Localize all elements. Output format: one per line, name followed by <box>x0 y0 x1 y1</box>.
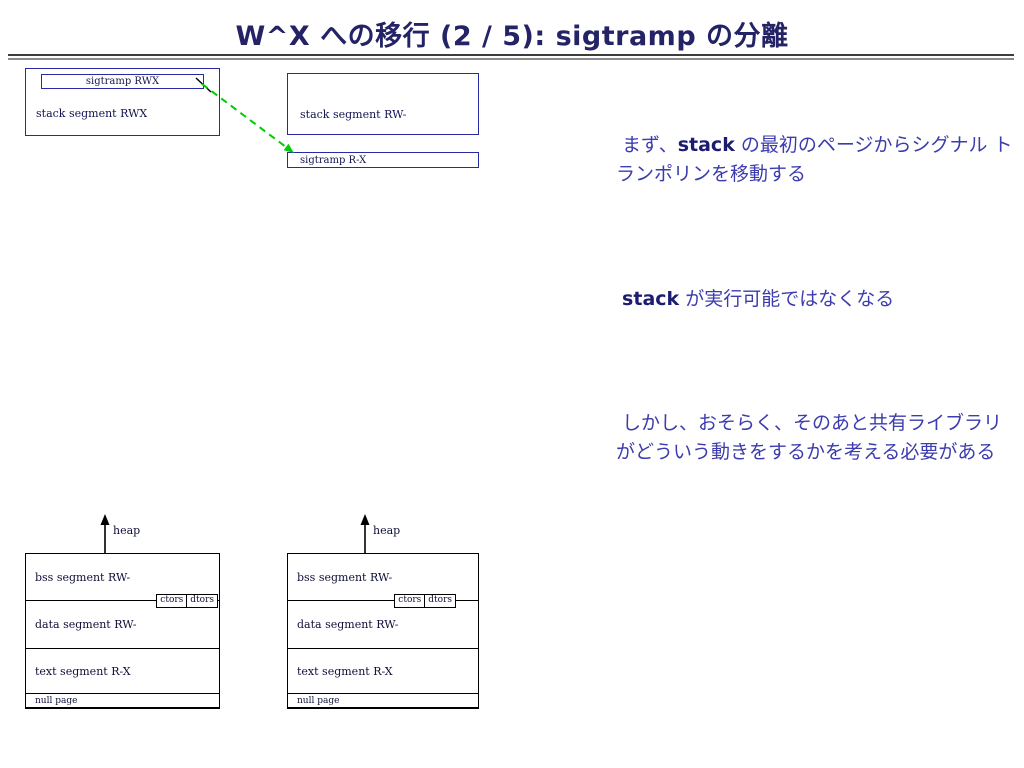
null-page-label: null page <box>35 695 78 706</box>
heap-arrow-right <box>360 514 370 553</box>
note-1-keyword: stack <box>677 133 735 156</box>
ctors-box: ctors <box>394 594 426 608</box>
stack-rw-label: stack segment RW- <box>300 108 407 121</box>
null-page: null page <box>26 694 219 708</box>
stack-rwx-box: sigtramp RWX stack segment RWX <box>25 68 220 136</box>
null-page-label: null page <box>297 695 340 706</box>
data-segment: data segment RW- <box>26 601 219 649</box>
note-3-text: しかし、おそらく、そのあと共有ライブラリがどういう動きをするかを考える必要がある <box>616 411 1003 464</box>
note-1-text: まず、 <box>616 133 678 156</box>
sigtramp-rwx-label: sigtramp RWX <box>85 76 160 87</box>
note-paragraph-1: まず、stack の最初のページからシグナル トランポリンを移動する <box>616 131 1020 190</box>
sigtramp-rwx-box: sigtramp RWX <box>41 74 204 89</box>
heap-label-left: heap <box>113 524 141 537</box>
slide-title: W^X への移行 (2 / 5): sigtramp の分離 <box>235 21 789 52</box>
text-segment: text segment R-X <box>288 649 478 694</box>
bss-segment-label: bss segment RW- <box>297 570 393 584</box>
bss-segment-label: bss segment RW- <box>35 570 131 584</box>
data-segment: data segment RW- <box>288 601 478 649</box>
text-segment-label: text segment R-X <box>297 664 393 678</box>
note-2-text-2: が実行可能ではなくなる <box>679 287 895 310</box>
sigtramp-move-arrow <box>195 77 294 153</box>
stack-rw-box: stack segment RW- <box>287 73 479 135</box>
note-2-keyword: stack <box>622 287 680 310</box>
data-segment-label: data segment RW- <box>35 618 137 631</box>
ctors-box: ctors <box>156 594 188 608</box>
ctors-dtors-boxes: ctors dtors <box>394 594 456 608</box>
note-paragraph-2: stack が実行可能ではなくなる <box>616 285 1020 314</box>
bss-segment: bss segment RW- <box>26 554 219 601</box>
title-divider <box>8 54 1014 60</box>
sigtramp-rx-label: sigtramp R-X <box>300 154 367 166</box>
null-page: null page <box>288 694 478 708</box>
stack-rwx-label: stack segment RWX <box>36 107 148 120</box>
ctors-dtors-boxes: ctors dtors <box>156 594 218 608</box>
memory-layout-left: bss segment RW- data segment RW- text se… <box>25 553 220 709</box>
note-paragraph-3: しかし、おそらく、そのあと共有ライブラリがどういう動きをするかを考える必要がある <box>616 409 1020 468</box>
bss-segment: bss segment RW- <box>288 554 478 601</box>
memory-layout-right: bss segment RW- data segment RW- text se… <box>287 553 479 709</box>
text-segment: text segment R-X <box>26 649 219 694</box>
heap-label-right: heap <box>373 524 401 537</box>
dtors-box: dtors <box>187 594 218 608</box>
data-segment-label: data segment RW- <box>297 618 399 631</box>
heap-arrow-left <box>100 514 110 553</box>
notes: まず、stack の最初のページからシグナル トランポリンを移動する stack… <box>616 72 1020 563</box>
note-1-text-2: の最初のページからシグナル トランポリンを移動する <box>616 133 1013 186</box>
sigtramp-rx-box: sigtramp R-X <box>287 152 479 168</box>
dtors-box: dtors <box>425 594 456 608</box>
text-segment-label: text segment R-X <box>35 664 131 678</box>
